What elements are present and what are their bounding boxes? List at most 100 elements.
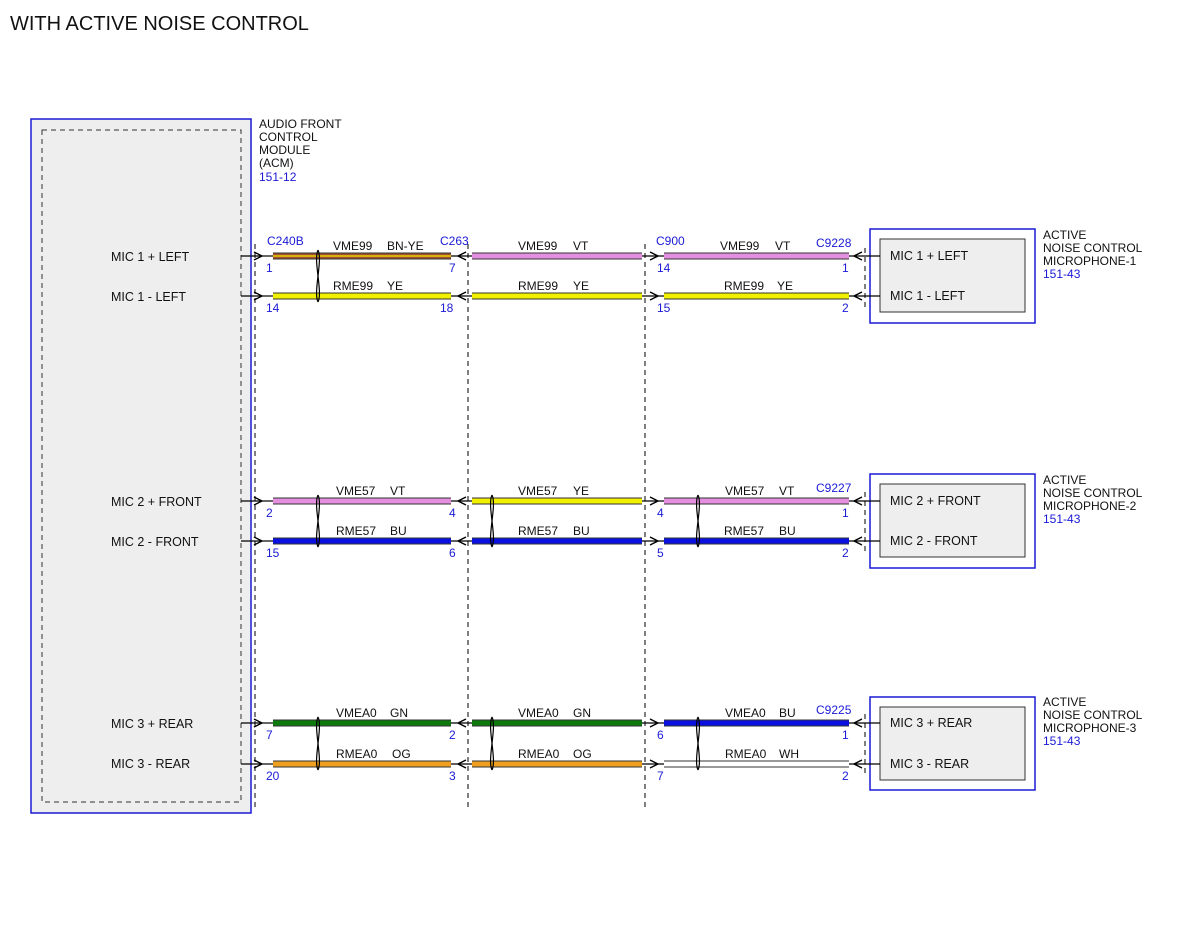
pin-arrow [852,291,863,301]
pin-number: 7 [266,728,273,742]
pin-number: 2 [449,728,456,742]
pin-number: 2 [266,506,273,520]
pin-number: 1 [266,261,273,275]
microphone-1-name-line-1: ACTIVE [1043,228,1086,242]
circuit-label: RMEA0 [518,747,560,761]
acm-signal-mic2-minus: MIC 2 - FRONT [111,535,199,549]
twisted-pair-marker [315,716,321,771]
microphone-1-inner [879,238,1026,313]
pin-number: 5 [657,546,664,560]
connector-label-c240b[interactable]: C240B [267,234,304,248]
pin-number: 15 [657,301,671,315]
pin-number: 2 [842,301,849,315]
microphone-2-ref-link[interactable]: 151-43 [1043,512,1081,526]
microphone-1-ref-link[interactable]: 151-43 [1043,267,1081,281]
microphone-2-signal-minus: MIC 2 - FRONT [890,534,978,548]
acm-signal-mic1-minus: MIC 1 - LEFT [111,290,186,304]
pin-number: 7 [657,769,664,783]
pin-number: 6 [657,728,664,742]
connector-label-c900[interactable]: C900 [656,234,685,248]
microphone-3-ref-link[interactable]: 151-43 [1043,734,1081,748]
pin-number: 15 [266,546,280,560]
pin-arrow [852,251,863,261]
wire-color-label: WH [779,747,799,761]
wire-color-label: YE [573,484,589,498]
wire-color-label: YE [387,279,403,293]
pin-arrow [649,291,660,301]
pin-arrow [852,536,863,546]
microphone-3-inner [879,706,1026,781]
circuit-label: VME57 [725,484,765,498]
wire-color-label: BU [779,524,796,538]
circuit-label: RME57 [518,524,558,538]
wire-color-label: VT [390,484,406,498]
pin-arrow [649,496,660,506]
circuit-label: VME99 [518,239,558,253]
pin-arrow [649,718,660,728]
pin-number: 1 [842,261,849,275]
acm-name-line-2: CONTROL [259,130,318,144]
pin-arrow [456,496,467,506]
wire-color-label: VT [779,484,795,498]
twisted-pair-marker [695,494,701,548]
circuit-label: RME57 [724,524,764,538]
microphone-1-signal-plus: MIC 1 + LEFT [890,249,969,263]
acm-signal-mic2-plus: MIC 2 + FRONT [111,495,202,509]
pin-number: 18 [440,301,454,315]
diagram-title: WITH ACTIVE NOISE CONTROL [10,13,309,35]
microphone-2-signal-plus: MIC 2 + FRONT [890,494,981,508]
acm-name-line-3: MODULE [259,143,310,157]
microphone-1-name-line-3: MICROPHONE-1 [1043,254,1137,268]
microphone-2-name-line-3: MICROPHONE-2 [1043,499,1137,513]
microphone-2-name-line-1: ACTIVE [1043,473,1086,487]
circuit-label: VMEA0 [518,706,559,720]
pin-number: 3 [449,769,456,783]
pin-arrow [456,759,467,769]
acm-module-box [30,118,252,814]
connector-label-c9228[interactable]: C9228 [816,236,852,250]
pin-number: 6 [449,546,456,560]
circuit-label: RMEA0 [725,747,767,761]
wire-color-label: BU [390,524,407,538]
connector-label-c9225[interactable]: C9225 [816,703,852,717]
acm-signal-mic3-minus: MIC 3 - REAR [111,757,190,771]
circuit-label: VMEA0 [336,706,377,720]
pin-arrow [852,759,863,769]
twisted-pair-marker [315,249,321,303]
twisted-pair-marker [695,716,701,771]
wire-color-label: BU [573,524,590,538]
pin-arrow [456,718,467,728]
circuit-label: VME99 [333,239,373,253]
microphone-2-inner [879,483,1026,558]
pin-number: 4 [449,506,456,520]
microphone-1-signal-minus: MIC 1 - LEFT [890,289,965,303]
acm-signal-mic1-plus: MIC 1 + LEFT [111,250,190,264]
microphone-2-name-line-2: NOISE CONTROL [1043,486,1143,500]
acm-name-line-1: AUDIO FRONT [259,117,342,131]
circuit-label: VMEA0 [725,706,766,720]
microphone-3-signal-plus: MIC 3 + REAR [890,716,972,730]
wire-color-label: GN [390,706,408,720]
acm-ref-link[interactable]: 151-12 [259,170,297,184]
microphone-3-name-line-3: MICROPHONE-3 [1043,721,1137,735]
pin-number: 14 [657,261,671,275]
connector-label-c9227[interactable]: C9227 [816,481,852,495]
wire-color-label: BU [779,706,796,720]
circuit-label: RME99 [518,279,558,293]
pin-arrow [456,251,467,261]
circuit-label: RME99 [333,279,373,293]
wire-color-label: BN-YE [387,239,424,253]
circuit-label: VME57 [336,484,376,498]
pin-number: 2 [842,546,849,560]
pin-arrow [852,718,863,728]
pin-number: 2 [842,769,849,783]
acm-name-line-4: (ACM) [259,156,294,170]
pin-arrow [852,496,863,506]
microphone-3-name-line-2: NOISE CONTROL [1043,708,1143,722]
wire-color-label: OG [573,747,592,761]
circuit-label: RME99 [724,279,764,293]
pin-number: 4 [657,506,664,520]
wire-color-label: VT [775,239,791,253]
connector-label-c263[interactable]: C263 [440,234,469,248]
